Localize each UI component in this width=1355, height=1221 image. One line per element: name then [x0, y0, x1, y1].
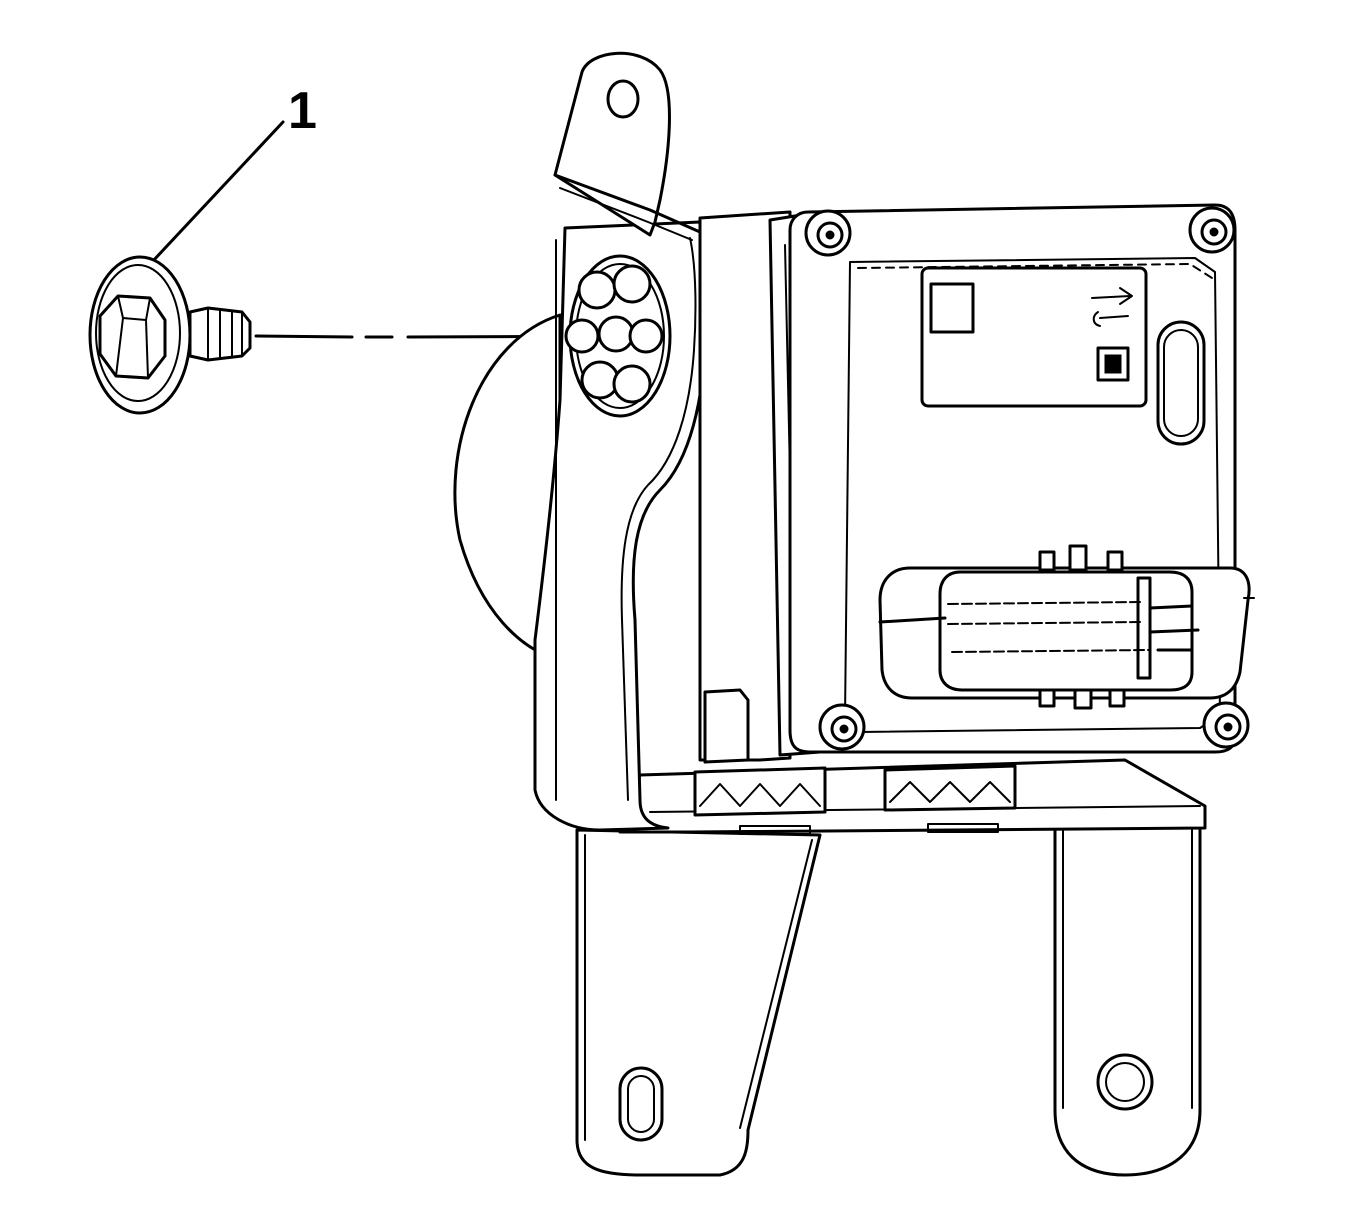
callout-1: 1 — [150, 82, 317, 264]
bolt — [88, 255, 252, 415]
key-icon — [1092, 311, 1129, 327]
module-vent — [1156, 320, 1206, 446]
bracket-left-leg — [575, 828, 822, 1177]
bracket-top-hole — [606, 79, 640, 119]
arrow-icon — [1091, 287, 1133, 305]
module-label-plate — [920, 266, 1148, 408]
cover-screw-tr — [1188, 206, 1236, 254]
bracket-curved-flange — [453, 313, 562, 662]
bracket-top-tab — [553, 51, 671, 237]
control-module — [693, 203, 1255, 817]
bolt-hex-head — [98, 294, 167, 380]
mounting-bracket — [453, 51, 1207, 1177]
leader-line — [150, 120, 285, 264]
weld-nut — [564, 254, 672, 418]
bracket-slot-left — [618, 1066, 664, 1142]
callout-label-1: 1 — [288, 82, 317, 140]
bracket-right-leg — [1053, 818, 1202, 1177]
module-fins — [693, 764, 1017, 817]
cover-screw-br — [1202, 701, 1250, 749]
cover-screw-tl — [804, 209, 852, 257]
module-connector — [878, 544, 1255, 710]
cover-screw-bl — [818, 703, 866, 751]
